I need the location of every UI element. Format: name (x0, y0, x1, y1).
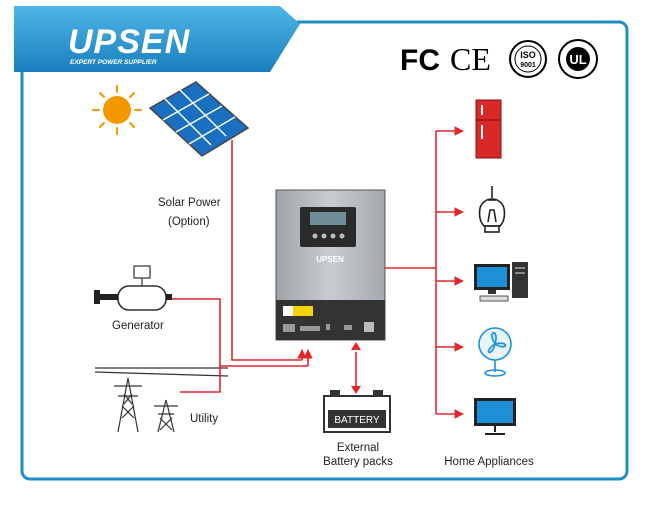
electric-fan-icon (478, 327, 512, 377)
iso-9001-seal: ISO 9001 (509, 40, 547, 78)
generator-label: Generator (112, 320, 164, 332)
input-wiring (172, 140, 313, 393)
ul-seal: UL (558, 39, 598, 79)
output-wiring (385, 126, 464, 419)
desktop-computer-icon (474, 262, 528, 302)
header-banner: UPSEN EXPERT POWER SUPPLIER (14, 6, 300, 72)
battery-label: BATTERY (334, 415, 380, 426)
inverter-brand: UPSEN (316, 255, 344, 264)
generator-icon (94, 265, 172, 311)
inverter-unit: UPSEN (275, 189, 386, 341)
battery-wiring (351, 342, 361, 394)
utility-tower-icon (94, 367, 229, 433)
solar-option-label: (Option) (168, 216, 210, 228)
svg-text:ISO: ISO (520, 50, 536, 60)
svg-text:9001: 9001 (520, 62, 536, 69)
svg-text:UL: UL (569, 52, 586, 67)
home-appliances-caption: Home Appliances (444, 456, 534, 468)
certification-logos: FC CE ISO 9001 UL (400, 39, 598, 79)
ce-logo: CE (450, 41, 491, 77)
brand-logo: UPSEN (68, 23, 191, 61)
sun-icon (92, 85, 142, 135)
refrigerator-icon (475, 99, 502, 159)
solar-power-label: Solar Power (158, 197, 221, 209)
battery-caption-line1: External (337, 442, 379, 454)
fcc-logo: FC (400, 44, 440, 77)
solar-panel-icon (148, 81, 250, 157)
television-icon (474, 398, 516, 435)
battery-caption-line2: Battery packs (323, 456, 393, 468)
utility-label: Utility (190, 413, 218, 425)
brand-tagline: EXPERT POWER SUPPLIER (70, 59, 157, 66)
light-bulb-icon (478, 186, 506, 233)
battery-icon: BATTERY (323, 390, 391, 433)
